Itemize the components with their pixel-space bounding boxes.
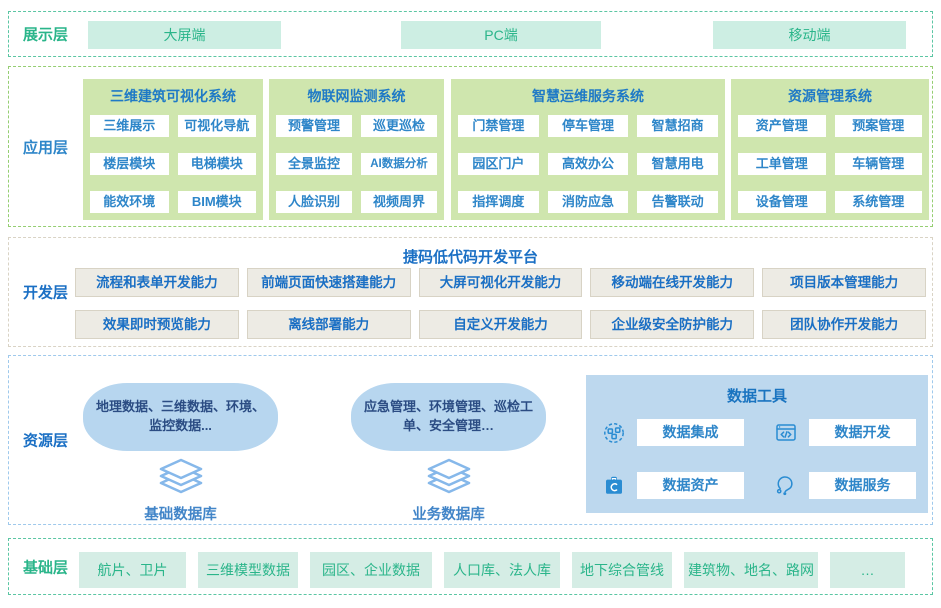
tool-label: 数据开发 [809,419,916,446]
dev-capability: 大屏可视化开发能力 [418,268,583,297]
app-item: 能效环境 [90,191,169,213]
base-data-cloud: 地理数据、三维数据、环境、监控数据... [83,383,278,451]
tool-data-integration: 数据集成 [602,419,744,446]
base-database-label: 基础数据库 [144,507,217,523]
app-item: 告警联动 [637,191,718,213]
display-item-pc: PC端 [401,21,601,49]
app-item: 工单管理 [738,153,826,175]
display-layer-section: 展示层 大屏端 PC端 移动端 [8,11,933,57]
app-item: 停车管理 [547,115,629,137]
app-panel-title: 资源管理系统 [788,88,872,104]
app-item: 门禁管理 [458,115,539,137]
app-panel-smart-ops: 智慧运维服务系统 门禁管理 停车管理 智慧招商 园区门户 高效办公 智慧用电 指… [451,79,725,220]
app-item: 人脸识别 [276,191,352,213]
base-layer-section: 基础层 航片、卫片 三维模型数据 园区、企业数据 人口库、法人库 地下综合管线 … [8,538,933,595]
base-item: 三维模型数据 [198,552,298,588]
tool-label: 数据资产 [637,472,744,499]
app-item: 电梯模块 [177,153,256,175]
dev-capability: 团队协作开发能力 [762,310,926,339]
integration-icon [604,422,624,443]
display-item-mobile: 移动端 [713,21,906,49]
app-item: BIM模块 [177,191,256,213]
app-item: 三维展示 [90,115,169,137]
service-hook-icon [776,475,793,495]
dev-capability: 前端页面快速搭建能力 [246,268,411,297]
app-item: 指挥调度 [458,191,539,213]
app-item: 车辆管理 [834,153,922,175]
app-panel-resource-mgmt: 资源管理系统 资产管理 预案管理 工单管理 车辆管理 设备管理 系统管理 [731,79,929,220]
app-item: 预案管理 [834,115,922,137]
app-item: 楼层模块 [90,153,169,175]
code-window-icon [776,423,796,441]
display-layer-label: 展示层 [23,26,69,44]
app-panel-title: 三维建筑可视化系统 [110,88,236,104]
base-item: 园区、企业数据 [310,552,432,588]
base-item: 地下综合管线 [572,552,672,588]
display-item-bigscreen: 大屏端 [88,21,281,49]
app-item: 巡更巡检 [361,115,437,137]
app-item: 资产管理 [738,115,826,137]
base-item: 建筑物、地名、路网 [684,552,818,588]
database-stack-icon [159,458,203,494]
base-layer-label: 基础层 [23,559,69,576]
data-tools-title: 数据工具 [726,388,787,405]
app-item: 高效办公 [547,153,629,175]
dev-capability: 移动端在线开发能力 [590,268,755,297]
base-data-row: 航片、卫片 三维模型数据 园区、企业数据 人口库、法人库 地下综合管线 建筑物、… [79,552,905,588]
dev-capability: 企业级安全防护能力 [590,310,755,339]
base-item: 航片、卫片 [79,552,186,588]
tool-label: 数据集成 [637,419,744,446]
tool-data-development: 数据开发 [774,419,916,446]
app-item: 全景监控 [276,153,352,175]
dev-capability: 自定义开发能力 [418,310,583,339]
base-item: … [830,552,905,588]
app-panel-3d-visualization: 三维建筑可视化系统 三维展示 可视化导航 楼层模块 电梯模块 能效环境 BIM模… [83,79,263,220]
dev-capability: 项目版本管理能力 [762,268,926,297]
app-item: 园区门户 [458,153,539,175]
app-panel-title: 物联网监测系统 [307,88,406,104]
app-item: 智慧用电 [637,153,718,175]
app-item: 智慧招商 [637,115,718,137]
business-database-label: 业务数据库 [412,507,485,523]
resource-layer-label: 资源层 [23,432,69,450]
development-layer-section: 开发层 捷码低代码开发平台 流程和表单开发能力 前端页面快速搭建能力 大屏可视化… [8,237,933,347]
base-item: 人口库、法人库 [444,552,560,588]
app-panel-title: 智慧运维服务系统 [532,88,644,104]
database-stack-icon [427,458,471,494]
app-item: 可视化导航 [177,115,256,137]
tool-data-service: 数据服务 [774,472,916,499]
business-data-cloud: 应急管理、环境管理、巡检工单、安全管理… [351,383,546,451]
app-item: 设备管理 [738,191,826,213]
dev-capability: 离线部署能力 [246,310,411,339]
dev-capability: 效果即时预览能力 [75,310,239,339]
dev-capability-grid: 流程和表单开发能力 前端页面快速搭建能力 大屏可视化开发能力 移动端在线开发能力… [75,268,926,339]
app-item: 系统管理 [834,191,922,213]
development-layer-label: 开发层 [23,284,69,302]
resource-layer-section: 资源层 地理数据、三维数据、环境、监控数据... 基础数据库 应急管理、环境管理… [8,355,933,525]
tool-label: 数据服务 [809,472,916,499]
app-item: 预警管理 [276,115,352,137]
app-panel-iot-monitoring: 物联网监测系统 预警管理 巡更巡检 全景监控 AI数据分析 人脸识别 视频周界 [269,79,444,220]
asset-case-icon [606,476,622,494]
tool-data-asset: 数据资产 [602,472,744,499]
application-layer-label: 应用层 [23,139,69,156]
app-item: 视频周界 [361,191,437,213]
data-tools-panel: 数据工具 数据集成 [586,375,928,513]
app-item: AI数据分析 [361,153,437,175]
dev-capability: 流程和表单开发能力 [75,268,239,297]
application-layer-section: 应用层 三维建筑可视化系统 三维展示 可视化导航 楼层模块 电梯模块 能效环境 … [8,66,933,227]
lowcode-platform-title: 捷码低代码开发平台 [402,249,538,266]
app-item: 消防应急 [547,191,629,213]
